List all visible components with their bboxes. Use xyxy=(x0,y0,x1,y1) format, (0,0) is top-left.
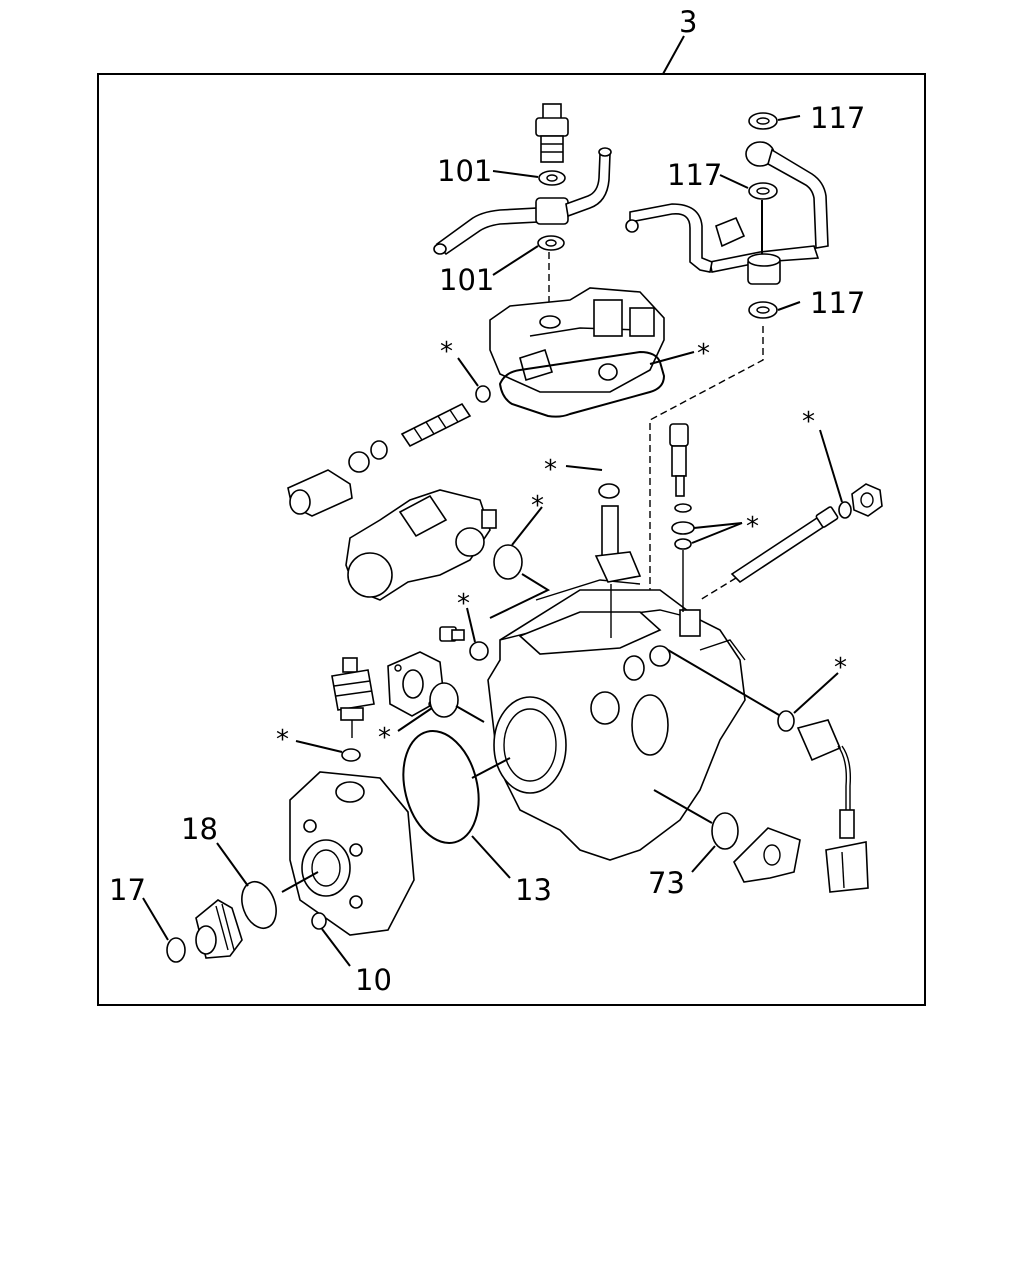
pump-housing xyxy=(487,579,746,861)
o-ring-fuel-cut xyxy=(341,748,361,762)
washer-117-b xyxy=(748,182,778,200)
timer-solenoid-valve xyxy=(345,489,497,601)
part-label-117-bottom: 117 xyxy=(810,286,865,320)
part-label-117-top: 117 xyxy=(810,101,865,135)
plunger-assembly xyxy=(669,423,692,513)
part-label-13: 13 xyxy=(515,873,552,907)
asterisk-mark: * xyxy=(378,723,391,753)
fuel-cut-solenoid xyxy=(331,657,375,738)
delivery-valve-holder xyxy=(195,899,243,959)
part-label-18: 18 xyxy=(181,812,218,846)
asterisk-mark: * xyxy=(834,653,847,683)
washer-bleeder xyxy=(469,641,489,661)
o-ring-18 xyxy=(241,880,277,930)
assembly-callout: 3 xyxy=(679,5,697,39)
return-pipe-assembly xyxy=(625,141,829,273)
o-ring-solenoid xyxy=(493,544,523,580)
asterisk-mark: * xyxy=(457,589,470,619)
asterisk-mark: * xyxy=(531,491,544,521)
sensor-with-harness xyxy=(796,719,869,893)
washer-101-upper xyxy=(538,170,566,186)
washer-117-c xyxy=(748,301,778,319)
cap-nut xyxy=(851,483,883,517)
asterisk-mark: * xyxy=(697,339,710,369)
asterisk-mark: * xyxy=(746,512,759,542)
timer-plunger xyxy=(287,469,353,517)
asterisk-mark: * xyxy=(440,337,453,367)
long-bolt xyxy=(699,506,839,601)
inspection-cover xyxy=(733,827,801,883)
asterisk-mark: * xyxy=(544,455,557,485)
part-label-73: 73 xyxy=(648,866,685,900)
o-ring-13 xyxy=(402,730,480,844)
bleeder-screw xyxy=(439,626,465,642)
washer-117-a xyxy=(748,112,778,130)
assembly-frame xyxy=(97,73,926,1006)
washer-17 xyxy=(166,937,186,963)
return-banjo-nut xyxy=(747,253,781,285)
part-label-17: 17 xyxy=(109,873,146,907)
part-label-101-upper: 101 xyxy=(437,154,492,188)
asterisk-mark: * xyxy=(276,725,289,755)
o-ring-73 xyxy=(711,812,739,850)
part-label-10: 10 xyxy=(355,963,392,997)
asterisk-mark: * xyxy=(802,407,815,437)
assembly-leader xyxy=(662,35,685,75)
cover-gasket xyxy=(498,350,666,418)
governor-cover xyxy=(489,287,665,393)
part-label-101-lower: 101 xyxy=(439,263,494,297)
o-ring-flange xyxy=(429,682,459,718)
washer-101-lower xyxy=(537,235,565,251)
seal-10 xyxy=(311,912,327,930)
o-ring-cover xyxy=(475,385,491,403)
fuel-return-pipe xyxy=(433,147,612,256)
o-ring-long-bolt xyxy=(838,501,852,519)
o-ring-plunger-b xyxy=(674,538,692,550)
o-ring-plunger-a xyxy=(671,521,695,535)
overflow-valve-bolt xyxy=(535,103,569,163)
adjusting-screw xyxy=(400,402,472,448)
distributor-head xyxy=(289,771,415,936)
control-lever-shaft xyxy=(594,505,642,583)
o-ring-sensor xyxy=(777,710,795,732)
part-label-117-middle: 117 xyxy=(667,158,722,192)
